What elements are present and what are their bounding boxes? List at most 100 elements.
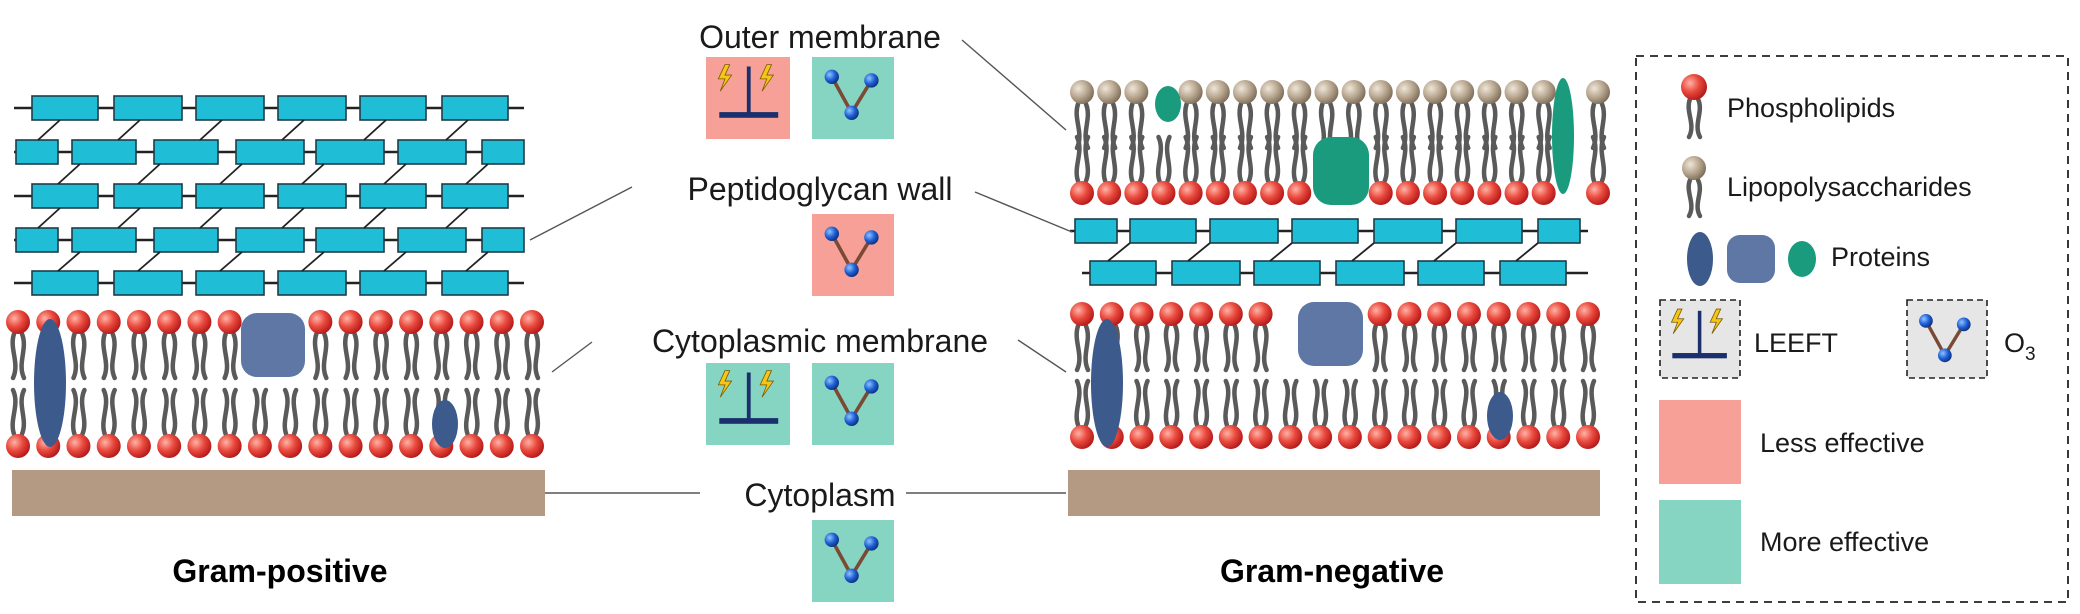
small-protein	[432, 400, 458, 448]
peptide-crosslink	[199, 207, 223, 229]
phospholipid-head	[217, 434, 242, 458]
transmembrane-porin	[1552, 78, 1574, 194]
outer-membrane-protein	[1155, 86, 1181, 122]
lipid-tail	[1545, 134, 1552, 184]
lipid-tail	[1550, 323, 1558, 373]
lipid-tail	[1342, 378, 1350, 428]
lipid-tail	[1133, 378, 1142, 428]
phospholipid-head	[157, 434, 182, 458]
phospholipid-head	[1248, 302, 1273, 326]
lipid-tail	[1291, 378, 1299, 428]
peptide-crosslink	[1269, 242, 1293, 262]
legend-lipopolysaccharide-icon	[1682, 156, 1706, 219]
peptide-crosslink	[1187, 242, 1211, 262]
lipid-tail	[503, 387, 511, 437]
peptidoglycan-unit	[1373, 218, 1443, 244]
lipid-tail	[1520, 378, 1529, 428]
lipid-tail	[1253, 378, 1261, 428]
lipid-tail	[1686, 177, 1694, 219]
lipopolysaccharide-head	[1504, 80, 1529, 104]
lipid-tail	[1589, 378, 1597, 428]
lipid-tail	[1382, 134, 1389, 184]
lipid-tail	[1470, 323, 1478, 373]
lipid-tail	[79, 331, 87, 381]
lipid-tail	[70, 387, 79, 437]
lipid-tail	[1237, 134, 1245, 184]
peptidoglycan-unit	[359, 270, 427, 296]
lipid-tail	[191, 331, 200, 381]
lipid-tail	[101, 331, 109, 381]
lipid-tail	[19, 387, 27, 437]
lipid-tail	[1580, 378, 1588, 428]
lipopolysaccharide-head	[1314, 80, 1339, 104]
lipid-tail	[524, 387, 532, 437]
peptide-crosslink	[363, 119, 387, 141]
phospholipid-head	[308, 310, 333, 334]
phospholipid-head	[1450, 181, 1475, 205]
gram-negative-title: Gram-negative	[1220, 553, 1444, 589]
lipid-tail	[1172, 378, 1180, 428]
lipid-tail	[1517, 134, 1525, 184]
phospholipid-head	[1232, 181, 1257, 205]
legend-leeft-label: LEEFT	[1754, 328, 1838, 358]
electrode-base	[1672, 353, 1727, 359]
electrode-base	[719, 418, 779, 424]
peptidoglycan-o3-box	[812, 214, 894, 296]
phospholipid-head	[1456, 425, 1481, 449]
lipid-tail	[1291, 134, 1299, 184]
lipid-tail	[312, 387, 321, 437]
peptide-crosslink	[445, 207, 469, 229]
legend-more-effective-label: More effective	[1760, 527, 1929, 557]
lipid-tail	[1155, 134, 1164, 184]
electrode-stem	[1697, 310, 1702, 355]
lipid-tail	[312, 331, 321, 381]
lipid-tail	[1219, 134, 1227, 184]
lipid-tail	[1410, 378, 1418, 428]
lightning-bolt-icon	[1709, 308, 1724, 334]
lipid-tail	[170, 331, 178, 381]
lipid-tail	[282, 387, 290, 437]
phospholipid-head	[1278, 425, 1303, 449]
legend-o3-frame	[1906, 299, 1988, 379]
lipid-tail	[1440, 378, 1448, 428]
phospholipid-head	[66, 310, 91, 334]
transmembrane-protein	[1091, 319, 1123, 447]
lipid-tail	[472, 331, 480, 381]
lipid-tail	[1321, 378, 1329, 428]
phospholipid-head	[1397, 302, 1422, 326]
phospholipid-head	[399, 310, 424, 334]
peptidoglycan-unit	[1335, 260, 1405, 286]
lipid-tail	[1463, 134, 1471, 184]
lipid-tail	[1202, 378, 1210, 428]
phospholipid-head	[399, 434, 424, 458]
phospholipid-head	[187, 310, 212, 334]
lipid-tail	[1232, 323, 1240, 373]
lipid-tail	[1491, 323, 1499, 373]
peptide-crosslink	[137, 251, 161, 272]
lipid-tail	[1074, 378, 1082, 428]
lipid-tail	[1590, 134, 1598, 184]
peptidoglycan-wall-label: Peptidoglycan wall	[687, 171, 952, 207]
leeft-icon	[719, 112, 779, 118]
lipid-tail	[433, 331, 441, 381]
peptidoglycan-unit	[277, 183, 347, 209]
lipid-tail	[1695, 177, 1703, 219]
lipopolysaccharide-head	[1395, 80, 1420, 104]
gram-positive-title: Gram-positive	[172, 553, 387, 589]
lipid-tail	[131, 387, 139, 437]
phospholipid-head	[96, 434, 121, 458]
lipopolysaccharide-head	[1682, 156, 1706, 180]
peptidoglycan-unit	[113, 270, 183, 296]
peptidoglycan-unit	[113, 183, 183, 209]
peptide-crosslink	[219, 163, 243, 185]
oxygen-atom	[844, 105, 859, 121]
lipid-tail	[1536, 134, 1544, 184]
cytoplasmic-membrane-label: Cytoplasmic membrane	[652, 323, 988, 359]
peptidoglycan-unit	[71, 139, 137, 165]
lipid-tail	[1083, 323, 1091, 373]
legend-leeft-icon	[1659, 299, 1741, 379]
lipopolysaccharide-head	[1178, 80, 1203, 104]
lipid-tail	[1380, 378, 1388, 428]
lipid-tail	[373, 387, 381, 437]
lipid-tail	[101, 387, 109, 437]
